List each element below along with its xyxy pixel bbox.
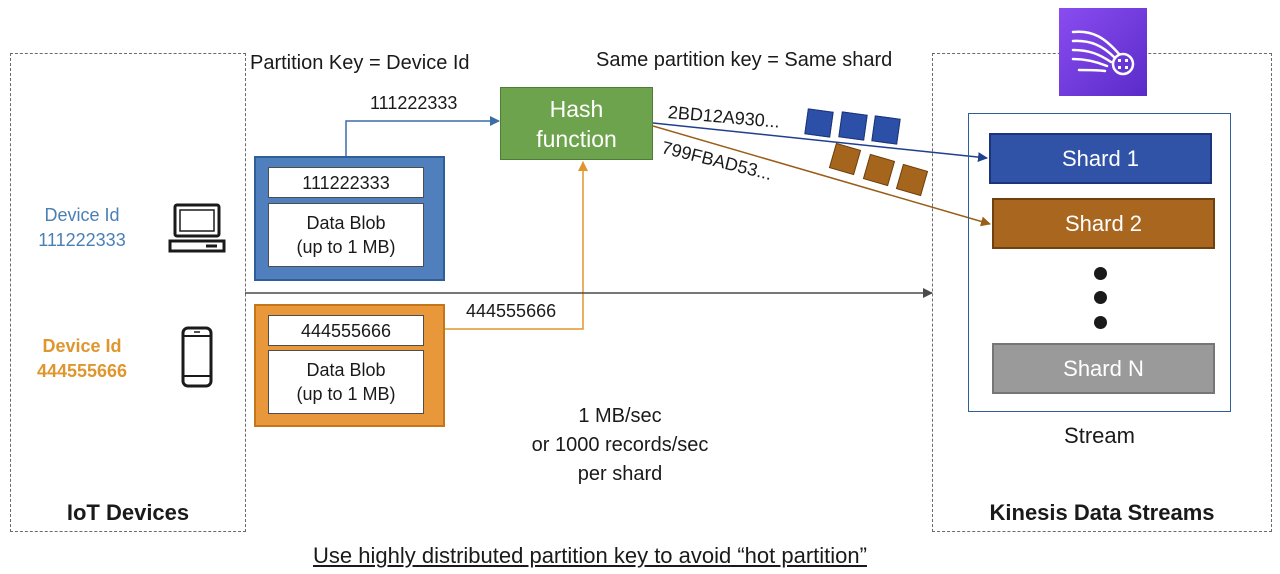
kinesis-glyph [1071,30,1135,76]
record-1-blob: Data Blob (up to 1 MB) [268,203,424,267]
device-2-label: Device Id [42,336,122,356]
kinesis-title: Kinesis Data Streams [989,500,1215,525]
iot-devices-panel [10,53,246,532]
stream-label: Stream [1064,423,1135,448]
ellipsis-dot-2 [1094,291,1107,304]
record-2-key: 444555666 [268,315,424,346]
record-2-blob-label: Data Blob [306,360,386,380]
record-1-blob-size: (up to 1 MB) [296,237,396,257]
hash-input-2: 444555666 [466,301,557,321]
partition-key-label: Partition Key = Device Id [250,52,470,74]
hash-input-1: 111222333 [370,93,458,113]
record-cube-blue-2 [838,111,868,141]
throughput-line-2: or 1000 records/sec [531,434,709,456]
laptop-icon [168,203,226,253]
hash-label-line1: Hash [549,95,604,122]
hash-label-line2: function [536,125,617,152]
record-cube-blue-3 [871,115,901,145]
record-2-blob-size: (up to 1 MB) [296,384,396,404]
device-1-label: Device Id [44,205,120,225]
record-1-blob-label: Data Blob [306,213,386,233]
device-1-id: 111222333 [38,230,126,250]
record-2-blob: Data Blob (up to 1 MB) [268,350,424,414]
device-2-id: 444555666 [36,361,128,381]
arrow-key1-to-hash [345,116,500,167]
shard-n: Shard N [992,343,1215,394]
footer-note: Use highly distributed partition key to … [313,543,867,568]
kinesis-data-streams-icon [1059,8,1147,96]
stream-container [968,113,1231,412]
record-cube-blue-1 [804,108,834,138]
ellipsis-dot-1 [1094,267,1107,280]
hash-function-box: Hash function [500,87,653,160]
shard-1: Shard 1 [989,133,1212,184]
arrow-hash-to-shard2 [652,125,991,227]
throughput-line-1: 1 MB/sec [578,405,662,427]
ellipsis-dot-3 [1094,316,1107,329]
iot-devices-title: IoT Devices [66,500,190,525]
arrow-hash-to-shard1 [652,122,988,163]
throughput-note: 1 MB/sec or 1000 records/sec per shard [500,402,740,489]
record-1-key: 111222333 [268,167,424,198]
phone-icon [181,326,213,388]
shard-2: Shard 2 [992,198,1215,249]
arrow-key2-to-hash [390,161,588,330]
same-key-label: Same partition key = Same shard [596,49,893,71]
throughput-line-3: per shard [577,463,663,485]
